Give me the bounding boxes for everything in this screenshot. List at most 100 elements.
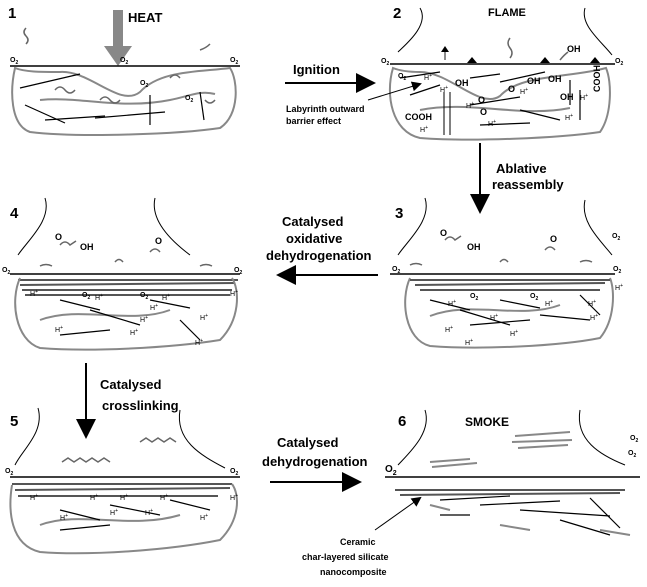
svg-text:H+: H+ (195, 338, 203, 347)
svg-text:H+: H+ (150, 303, 158, 312)
svg-text:H+: H+ (30, 493, 38, 502)
svg-text:H+: H+ (95, 293, 103, 302)
svg-text:H+: H+ (230, 493, 238, 502)
oxidative-label-3: dehydrogenation (266, 248, 372, 263)
heat-label: HEAT (128, 10, 162, 25)
svg-text:H+: H+ (55, 325, 63, 334)
svg-text:O2: O2 (470, 293, 478, 302)
panel-2-number: 2 (393, 5, 401, 22)
svg-text:O: O (55, 232, 62, 242)
svg-text:H+: H+ (545, 299, 553, 308)
panel-5-number: 5 (10, 413, 18, 430)
svg-text:H+: H+ (60, 513, 68, 522)
svg-text:H+: H+ (588, 299, 596, 308)
svg-text:OH: OH (467, 242, 481, 252)
svg-text:H+: H+ (590, 313, 598, 322)
svg-text:H+: H+ (162, 293, 170, 302)
svg-text:O2: O2 (615, 58, 623, 67)
svg-text:O2: O2 (2, 267, 10, 276)
svg-text:O2: O2 (612, 233, 620, 242)
svg-text:OH: OH (80, 242, 94, 252)
ceramic-label-2: char-layered silicate (302, 552, 389, 562)
svg-text:H+: H+ (130, 328, 138, 337)
panel-4: 4 O OH O O2 O2 H+ O2 H+ O2 H+ H+ H+ H+ H… (2, 197, 242, 351)
svg-text:O2: O2 (230, 57, 238, 66)
svg-text:COOH: COOH (592, 65, 602, 92)
svg-text:O2: O2 (381, 58, 389, 67)
oxidative-label-1: Catalysed (282, 214, 343, 229)
arrow-ignition: Ignition (285, 62, 376, 93)
arrow-dehydrogenation: Catalysed dehydrogenation (262, 435, 368, 492)
svg-text:COOH: COOH (405, 112, 432, 122)
svg-text:O2: O2 (185, 95, 193, 104)
svg-text:H+: H+ (230, 289, 238, 298)
svg-text:O2: O2 (82, 292, 90, 301)
svg-text:O2: O2 (234, 267, 242, 276)
svg-text:H+: H+ (448, 299, 456, 308)
svg-text:O: O (440, 228, 447, 238)
svg-text:O2: O2 (628, 450, 636, 459)
flame-label: FLAME (488, 7, 526, 19)
svg-text:H+: H+ (424, 73, 432, 82)
svg-text:H+: H+ (90, 493, 98, 502)
svg-text:H+: H+ (445, 325, 453, 334)
arrow-oxidative: Catalysed oxidative dehydrogenation (266, 214, 378, 285)
svg-text:O2: O2 (398, 73, 406, 82)
svg-text:H+: H+ (580, 93, 588, 102)
svg-text:H+: H+ (30, 289, 38, 298)
svg-text:H+: H+ (490, 313, 498, 322)
svg-text:H+: H+ (160, 493, 168, 502)
panel-2: 2 FLAME O2 O2 OH O2 H+ H+ OH O H+ OH (286, 5, 623, 141)
svg-text:H+: H+ (200, 513, 208, 522)
svg-text:H+: H+ (110, 508, 118, 517)
svg-text:O2: O2 (630, 435, 638, 444)
svg-text:O2: O2 (385, 464, 397, 477)
oxidative-label-2: oxidative (286, 231, 342, 246)
svg-text:H+: H+ (466, 101, 474, 110)
svg-text:O: O (155, 236, 162, 246)
svg-text:O: O (550, 234, 557, 244)
svg-text:H+: H+ (120, 493, 128, 502)
svg-text:O2: O2 (10, 57, 18, 66)
dehydrogenation-label-2: dehydrogenation (262, 454, 368, 469)
svg-text:O2: O2 (120, 57, 128, 66)
svg-text:O2: O2 (5, 468, 13, 477)
svg-text:O2: O2 (230, 468, 238, 477)
svg-text:OH: OH (527, 76, 541, 86)
heat-arrow-shaft (113, 10, 123, 48)
svg-text:OH: OH (567, 44, 581, 54)
svg-text:H+: H+ (520, 87, 528, 96)
svg-text:H+: H+ (615, 283, 623, 292)
svg-text:OH: OH (560, 92, 574, 102)
svg-text:O2: O2 (613, 266, 621, 275)
svg-text:H+: H+ (140, 315, 148, 324)
crosslinking-label-1: Catalysed (100, 377, 161, 392)
svg-text:O2: O2 (530, 293, 538, 302)
labyrinth-label-1: Labyrinth outward (286, 104, 365, 114)
svg-text:O2: O2 (392, 266, 400, 275)
svg-text:H+: H+ (488, 119, 496, 128)
svg-text:O2: O2 (140, 80, 148, 89)
panel-6: 6 SMOKE O2 O2 O2 Ceramic char-layered si… (302, 409, 640, 577)
svg-text:H+: H+ (145, 508, 153, 517)
svg-text:H+: H+ (510, 329, 518, 338)
svg-text:H+: H+ (565, 113, 573, 122)
panel-4-number: 4 (10, 205, 19, 222)
arrow-ablative: Ablative reassembly (470, 143, 564, 214)
ceramic-label-3: nanocomposite (320, 567, 387, 577)
svg-text:H+: H+ (440, 85, 448, 94)
smoke-label: SMOKE (465, 415, 509, 429)
svg-text:OH: OH (548, 74, 562, 84)
labyrinth-label-2: barrier effect (286, 116, 341, 126)
panel-3: 3 O2 O OH O O2 O2 H+ O2 O2 H+ H+ H+ H+ H… (390, 197, 623, 349)
ablative-label-2: reassembly (492, 177, 564, 192)
panel-5: 5 O2 O2 H+ H+ H+ H+ H+ H+ H+ H+ H+ (5, 407, 240, 555)
heat-arrow-head (104, 46, 132, 66)
ablative-label-1: Ablative (496, 161, 547, 176)
svg-text:O: O (508, 84, 515, 94)
panel-1: 1 HEAT O2 O2 O2 O2 O2 (8, 5, 240, 136)
svg-text:O: O (480, 107, 487, 117)
svg-text:H+: H+ (465, 338, 473, 347)
crosslinking-label-2: crosslinking (102, 398, 179, 413)
